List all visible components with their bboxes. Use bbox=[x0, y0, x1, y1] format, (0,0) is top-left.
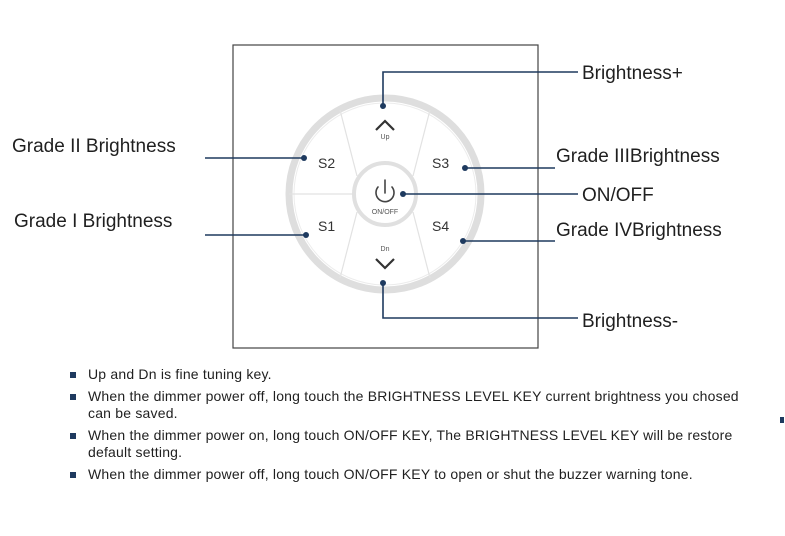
bullet-square-icon bbox=[70, 394, 76, 400]
notes-list: Up and Dn is fine tuning key. When the d… bbox=[70, 366, 760, 488]
s3-key[interactable]: S3 bbox=[432, 155, 449, 171]
s4-key[interactable]: S4 bbox=[432, 218, 449, 234]
callout-grade2: Grade II Brightness bbox=[12, 136, 176, 157]
chevron-up-icon bbox=[375, 119, 395, 131]
note-item: When the dimmer power off, long touch ON… bbox=[70, 466, 760, 483]
note-item: Up and Dn is fine tuning key. bbox=[70, 366, 760, 383]
leader-brightness-plus bbox=[382, 71, 578, 106]
note-text: When the dimmer power off, long touch th… bbox=[88, 388, 739, 421]
callout-grade3: Grade IIIBrightness bbox=[556, 146, 720, 167]
callout-brightness-minus: Brightness- bbox=[582, 311, 678, 332]
up-key-label: Up bbox=[381, 134, 390, 141]
down-key[interactable]: Dn bbox=[375, 246, 395, 270]
callout-grade1: Grade I Brightness bbox=[14, 211, 172, 232]
leader-brightness-minus bbox=[382, 283, 578, 319]
note-text: When the dimmer power on, long touch ON/… bbox=[88, 427, 733, 460]
leader-lines bbox=[205, 71, 578, 319]
dn-key-label: Dn bbox=[381, 246, 390, 253]
chevron-down-icon bbox=[375, 258, 395, 270]
s1-key[interactable]: S1 bbox=[318, 218, 335, 234]
bullet-square-icon bbox=[70, 472, 76, 478]
note-item: When the dimmer power on, long touch ON/… bbox=[70, 427, 760, 461]
s2-key[interactable]: S2 bbox=[318, 155, 335, 171]
bullet-square-icon bbox=[70, 433, 76, 439]
note-text: Up and Dn is fine tuning key. bbox=[88, 366, 272, 382]
power-icon bbox=[375, 179, 395, 203]
up-key[interactable]: Up bbox=[375, 119, 395, 141]
panel-diagram: ON/OFF Up Dn S2 S3 S1 S4 Brightness+ Gra… bbox=[12, 44, 722, 349]
stray-bullet-mark bbox=[780, 417, 784, 423]
callout-grade4: Grade IVBrightness bbox=[556, 220, 722, 241]
note-text: When the dimmer power off, long touch ON… bbox=[88, 466, 693, 482]
onoff-key-label: ON/OFF bbox=[372, 209, 398, 216]
leader-dots bbox=[301, 103, 468, 286]
callout-on-off: ON/OFF bbox=[582, 185, 654, 206]
bullet-square-icon bbox=[70, 372, 76, 378]
note-item: When the dimmer power off, long touch th… bbox=[70, 388, 760, 422]
callout-brightness-plus: Brightness+ bbox=[582, 63, 683, 84]
